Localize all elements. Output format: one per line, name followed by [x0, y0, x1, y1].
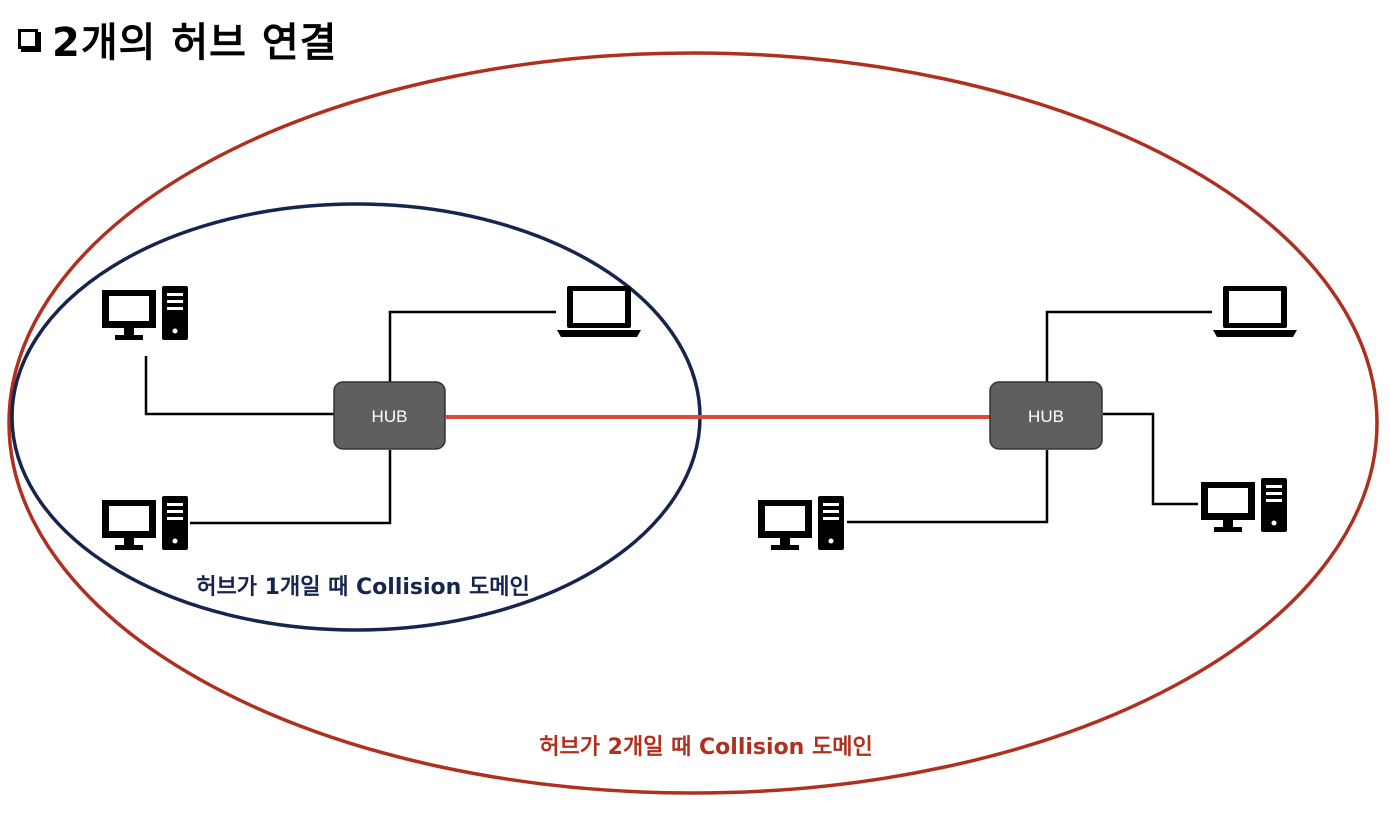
square-bullet-icon: [18, 29, 38, 49]
right-hub: HUB: [989, 381, 1103, 450]
right-hub-cables: [847, 310, 1212, 524]
desktop-icon: [102, 286, 188, 340]
laptop-icon: [557, 286, 641, 337]
two-hub-domain-label: 허브가 2개일 때 Collision 도메인: [539, 735, 872, 760]
laptop-icon: [1213, 286, 1297, 337]
desktop-icon: [758, 496, 844, 550]
right-hub-label: HUB: [1028, 407, 1064, 426]
page-title: 2개의 허브 연결: [18, 10, 337, 68]
left-hub: HUB: [333, 381, 446, 450]
desktop-icon: [102, 496, 188, 550]
title-text: 2개의 허브 연결: [52, 20, 338, 66]
left-hub-cables: [144, 310, 556, 525]
desktop-icon: [1201, 478, 1287, 532]
two-hub-collision-domain: [7, 51, 1379, 795]
left-hub-label: HUB: [372, 407, 408, 426]
single-hub-domain-label: 허브가 1개일 때 Collision 도메인: [196, 575, 529, 600]
